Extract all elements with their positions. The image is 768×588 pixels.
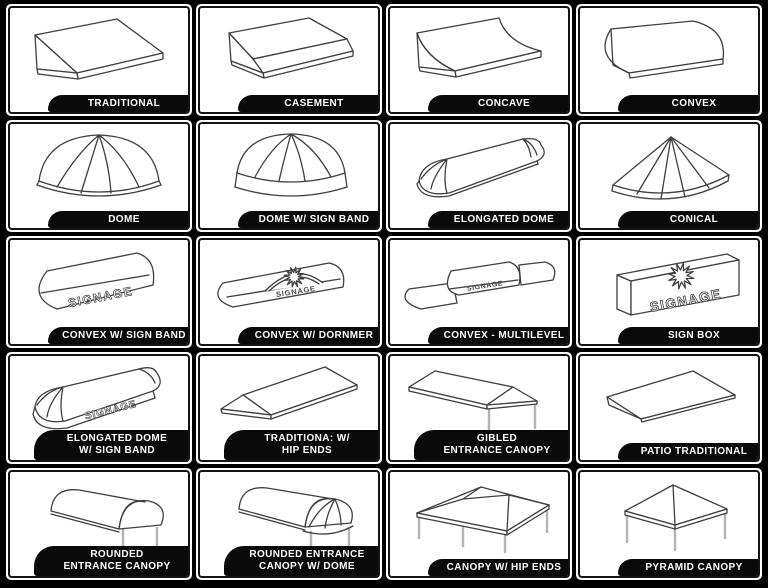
cell-elongated-dome-with-sign-band: SIGNAGE ELONGATED DOME W/ SIGN BAND bbox=[6, 352, 192, 464]
label-pyramid-canopy: PYRAMID CANOPY bbox=[618, 559, 758, 576]
conical-awning-drawing bbox=[611, 136, 730, 200]
label-canopy-with-hip-ends: CANOPY W/ HIP ENDS bbox=[428, 559, 568, 576]
cell-traditional-with-hip-ends: TRADITIONA: W/ HIP ENDS bbox=[196, 352, 382, 464]
pyramid-canopy-drawing bbox=[624, 484, 728, 551]
sign-box-drawing: SIGNAGE bbox=[616, 253, 740, 316]
convex-with-dornmer-drawing: SIGNAGE bbox=[217, 262, 345, 308]
convex-multilevel-drawing: SIGNAGE bbox=[404, 261, 556, 310]
cell-rounded-entrance-canopy: ROUNDED ENTRANCE CANOPY bbox=[6, 468, 192, 580]
label-rounded-entrance-canopy-with-dome: ROUNDED ENTRANCE CANOPY W/ DOME bbox=[224, 546, 378, 576]
traditional-awning-drawing bbox=[34, 18, 164, 80]
label-casement: CASEMENT bbox=[238, 95, 378, 112]
label-sign-box: SIGN BOX bbox=[618, 327, 758, 344]
traditional-with-hip-ends-drawing bbox=[220, 366, 358, 420]
label-patio-traditional: PATIO TRADITIONAL bbox=[618, 443, 758, 460]
label-gibled-entrance-canopy: GIBLED ENTRANCE CANOPY bbox=[414, 430, 568, 460]
cell-dome-with-sign-band: DOME W/ SIGN BAND bbox=[196, 120, 382, 232]
label-concave: CONCAVE bbox=[428, 95, 568, 112]
label-dome-with-sign-band: DOME W/ SIGN BAND bbox=[238, 211, 378, 228]
cell-traditional: TRADITIONAL bbox=[6, 4, 192, 116]
signage-text: SIGNAGE bbox=[67, 284, 134, 310]
convex-with-sign-band-drawing: SIGNAGE bbox=[38, 252, 155, 311]
cell-rounded-entrance-canopy-with-dome: ROUNDED ENTRANCE CANOPY W/ DOME bbox=[196, 468, 382, 580]
convex-awning-drawing bbox=[604, 20, 725, 79]
signage-text: SIGNAGE bbox=[84, 399, 138, 423]
gibled-entrance-canopy-drawing bbox=[408, 370, 538, 435]
label-elongated-dome: ELONGATED DOME bbox=[428, 211, 568, 228]
cell-dome: DOME bbox=[6, 120, 192, 232]
cell-canopy-with-hip-ends: CANOPY W/ HIP ENDS bbox=[386, 468, 572, 580]
label-elongated-dome-with-sign-band: ELONGATED DOME W/ SIGN BAND bbox=[34, 430, 188, 460]
cell-convex-with-sign-band: SIGNAGE CONVEX W/ SIGN BAND bbox=[6, 236, 192, 348]
elongated-dome-with-sign-band-drawing: SIGNAGE bbox=[32, 367, 161, 430]
concave-awning-drawing bbox=[416, 17, 542, 78]
label-convex-multilevel: CONVEX - MULTILEVEL bbox=[428, 327, 568, 344]
dome-with-sign-band-drawing bbox=[234, 133, 348, 197]
cell-convex-with-dornmer: SIGNAGE CONVEX W/ DORNMER bbox=[196, 236, 382, 348]
label-convex: CONVEX bbox=[618, 95, 758, 112]
label-convex-with-sign-band: CONVEX W/ SIGN BAND bbox=[48, 327, 188, 344]
dome-awning-drawing bbox=[36, 134, 162, 197]
cell-convex-multilevel: SIGNAGE CONVEX - MULTILEVEL bbox=[386, 236, 572, 348]
rounded-entrance-canopy-drawing bbox=[50, 489, 164, 553]
cell-conical: CONICAL bbox=[576, 120, 762, 232]
cell-elongated-dome: ELONGATED DOME bbox=[386, 120, 572, 232]
label-conical: CONICAL bbox=[618, 211, 758, 228]
casement-awning-drawing bbox=[228, 17, 354, 79]
cell-gibled-entrance-canopy: GIBLED ENTRANCE CANOPY bbox=[386, 352, 572, 464]
cell-sign-box: SIGNAGE SIGN BOX bbox=[576, 236, 762, 348]
cell-pyramid-canopy: PYRAMID CANOPY bbox=[576, 468, 762, 580]
patio-traditional-drawing bbox=[606, 370, 736, 423]
elongated-dome-drawing bbox=[416, 137, 545, 198]
label-dome: DOME bbox=[48, 211, 188, 228]
label-rounded-entrance-canopy: ROUNDED ENTRANCE CANOPY bbox=[34, 546, 188, 576]
cell-concave: CONCAVE bbox=[386, 4, 572, 116]
starburst-icon bbox=[667, 262, 695, 290]
canopy-with-hip-ends-drawing bbox=[416, 486, 550, 553]
rounded-entrance-canopy-with-dome-drawing bbox=[238, 487, 354, 553]
label-traditional-with-hip-ends: TRADITIONA: W/ HIP ENDS bbox=[224, 430, 378, 460]
starburst-icon bbox=[283, 266, 305, 288]
cell-patio-traditional: PATIO TRADITIONAL bbox=[576, 352, 762, 464]
label-traditional: TRADITIONAL bbox=[48, 95, 188, 112]
cell-convex: CONVEX bbox=[576, 4, 762, 116]
label-convex-with-dornmer: CONVEX W/ DORNMER bbox=[238, 327, 378, 344]
cell-casement: CASEMENT bbox=[196, 4, 382, 116]
